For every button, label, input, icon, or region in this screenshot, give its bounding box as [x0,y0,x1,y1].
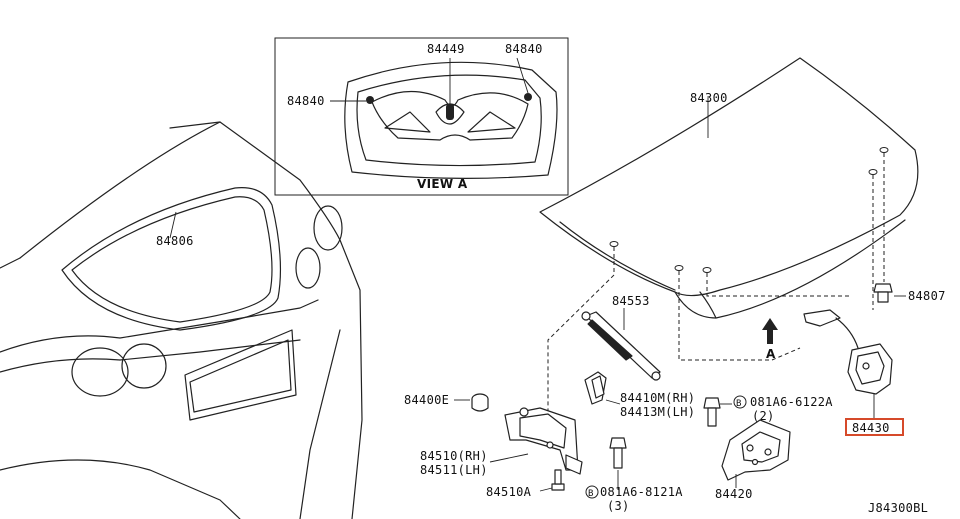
label-84510a: 84510A [486,485,532,499]
trunk-lid-84300: 84300 [539,57,919,420]
trunk-lid-inner-outline [344,61,558,179]
label-84413m-lh: 84413M(LH) [620,405,695,419]
label-84807: 84807 [908,289,946,303]
bumper-84400e: 84400E [404,393,489,412]
trunk-weatherstrip-84806 [61,187,282,331]
label-84511-lh: 84511(LH) [420,463,488,477]
tail-lamp-lower-left [71,347,129,397]
highlight-box-84430 [845,418,904,436]
bolt-081a6-6122a: B 081A6-6122A (2) [703,395,833,427]
grommet-84449 [446,104,454,120]
view-a-title: VIEW A [417,177,468,191]
label-84430: 84430 [852,421,890,435]
label-081a6-8121a-qty: (3) [607,499,630,513]
gas-strut-84553: 84553 [581,294,661,381]
grommet-84840-left [366,96,374,104]
label-84300: 84300 [690,91,728,105]
bolt-081a6-8121a: B 081A6-8121A (3) [585,437,683,513]
hinge-84510: 84510(RH) 84511(LH) [420,407,583,477]
grommet-84840-right [524,93,532,101]
label-081a6-8121a: 081A6-8121A [600,485,683,499]
label-84806: 84806 [156,234,194,248]
inset-frame [274,37,569,196]
bolt-84510a: 84510A [486,469,565,499]
view-a-inset: 84449 84840 84840 VIEW A [274,37,569,196]
car-body: 84806 [0,121,363,519]
diagram-id: J84300BL [868,501,928,515]
label-84449: 84449 [427,42,465,56]
striker-84420: 84420 [715,419,791,501]
label-84420: 84420 [715,487,753,501]
torsion-bar-84410m: 84410M(RH) 84413M(LH) [584,371,695,419]
label-081a6-6122a-qty: (2) [752,409,775,423]
latch-84430: 84430 [803,309,904,436]
license-plate-recess [184,329,297,421]
svg-text:B: B [588,489,594,499]
label-84840-left: 84840 [287,94,325,108]
label-84553: 84553 [612,294,650,308]
arrow-a-label: A [766,347,776,361]
view-a-arrow: A [762,318,778,361]
clip-84807: 84807 [873,283,946,303]
label-081a6-6122a: 081A6-6122A [750,395,833,409]
label-84410m-rh: 84410M(RH) [620,391,695,405]
label-84510-rh: 84510(RH) [420,449,488,463]
tail-lamp-upper [313,205,343,251]
label-84400e: 84400E [404,393,449,407]
svg-text:B: B [736,399,742,409]
label-84840-right: 84840 [505,42,543,56]
